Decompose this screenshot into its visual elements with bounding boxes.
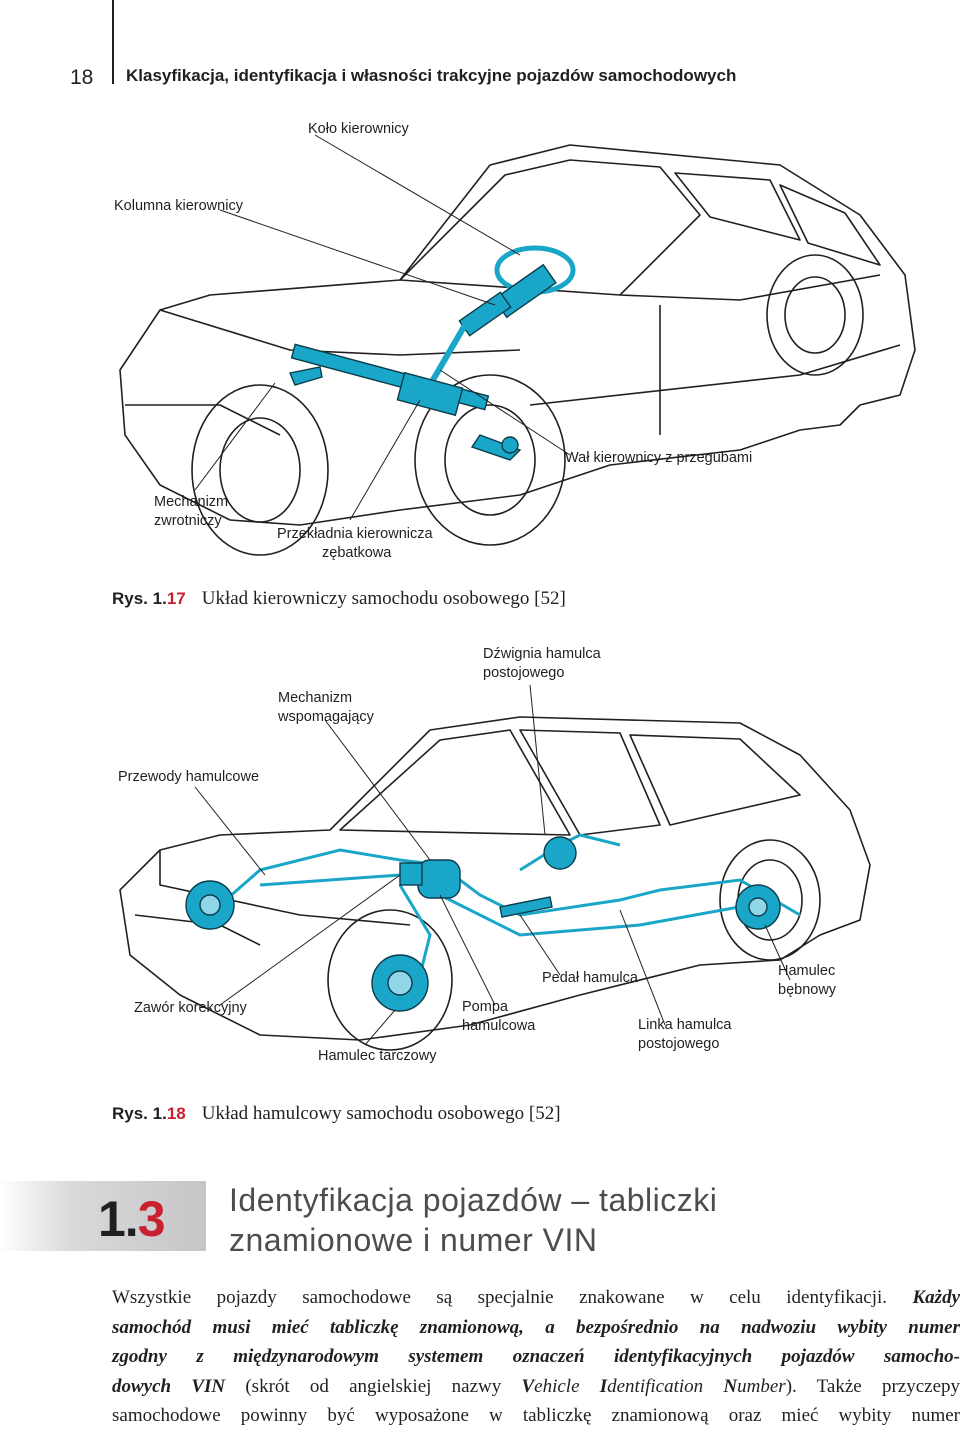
label-rack-gear-line2: zębatkowa [322, 545, 392, 561]
header-rule [112, 0, 114, 84]
figure2-caption: Rys. 1.18 Układ hamulcowy samochodu osobo… [112, 1103, 561, 1125]
label-drum-line1: Hamulec [778, 963, 836, 979]
steering-car-illustration [119, 134, 916, 556]
label-steering-column: Kolumna kierownicy [114, 198, 243, 214]
running-title: Klasyfikacja, identyfikacja i własności … [126, 66, 737, 85]
brake-system-figure: Dźwignia hamulca postojowego Mechanizm w… [100, 635, 930, 1080]
label-pump-line1: Pompa [462, 999, 508, 1015]
label-steering-shaft: Wał kierownicy z przegubami [565, 450, 753, 466]
body-paragraph: Wszystkie pojazdy samochodowe są specjal… [112, 1283, 960, 1431]
steering-system-figure: Koło kierownicy Kolumna kierownicy Wał k… [100, 105, 930, 575]
section-number: 1.3 [98, 1191, 166, 1247]
section-title-line1: Identyfikacja pojazdów – tabliczki [229, 1182, 718, 1218]
section-tab-background [0, 1181, 206, 1251]
label-brake-pedal: Pedał hamulca [542, 970, 638, 986]
figure2-caption-text: Układ hamulcowy samochodu osobowego [52] [201, 1103, 561, 1124]
body-line-1: Wszystkie pojazdy samochodowe są specjal… [112, 1287, 960, 1308]
label-rack-gear-line1: Przekładnia kierownicza [277, 526, 433, 542]
page-number: 18 [70, 66, 94, 89]
label-brake-lines: Przewody hamulcowe [118, 769, 260, 785]
body-line-5: samochodowe powinny być wyposażone w tab… [112, 1405, 960, 1426]
label-park-lever-line2: postojowego [483, 665, 565, 681]
label-drum-line2: bębnowy [778, 982, 837, 998]
label-booster-line2: wspomagający [278, 709, 374, 725]
label-park-cable-line2: postojowego [638, 1036, 720, 1052]
figure1-caption: Rys. 1.17 Układ kierowniczy samochodu oso… [112, 588, 566, 610]
body-line-2: samochód musi mieć tabliczkę znamionową,… [112, 1316, 960, 1338]
brake-car-illustration [119, 684, 871, 1051]
label-pump-line2: hamulcowa [462, 1018, 536, 1034]
label-knuckle-line1: Mechanizm [154, 494, 229, 510]
label-steering-wheel: Koło kierownicy [308, 121, 409, 137]
figure2-number: Rys. 1.18 [112, 1104, 186, 1123]
label-disc-brake: Hamulec tarczowy [318, 1048, 437, 1064]
section-title: Identyfikacja pojazdów – tabliczki znami… [229, 1180, 717, 1260]
label-park-cable-line1: Linka hamulca [638, 1017, 732, 1033]
section-title-line2: znamionowe i numer VIN [229, 1222, 598, 1258]
label-park-lever-line1: Dźwignia hamulca [483, 646, 601, 662]
body-line-4: dowych VIN (skrót od angielskiej nazwy V… [112, 1375, 960, 1397]
figure1-caption-text: Układ kierowniczy samochodu osobowego [5… [201, 588, 566, 609]
body-line-3: zgodny z międzynarodowym systemem oznacz… [112, 1346, 960, 1367]
label-pressure-valve: Zawór korekcyjny [134, 1000, 247, 1016]
label-booster-line1: Mechanizm [278, 690, 353, 706]
figure1-number: Rys. 1.17 [112, 589, 186, 608]
label-knuckle-line2: zwrotniczy [154, 513, 222, 529]
